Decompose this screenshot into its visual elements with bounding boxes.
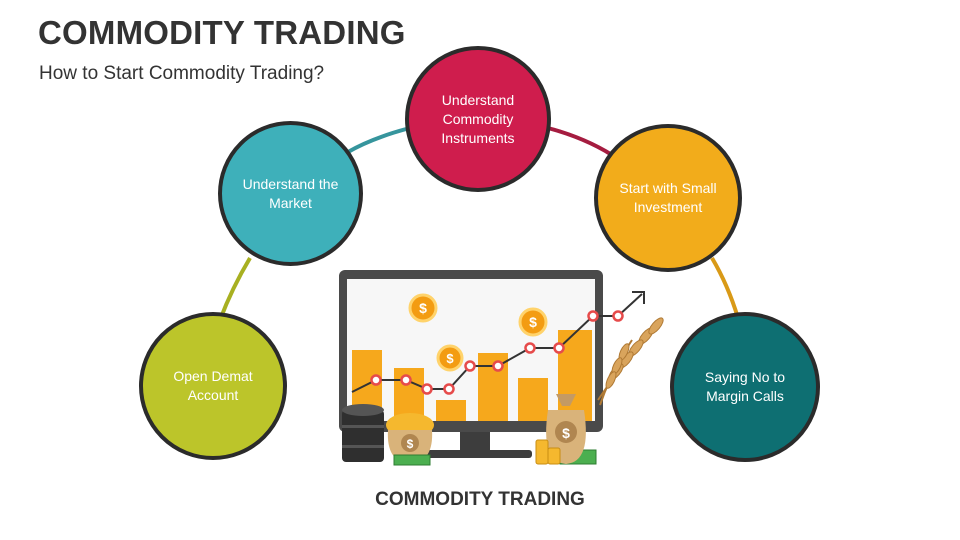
wheat-icon (597, 317, 664, 406)
step-label: Open Demat Account (173, 368, 253, 403)
gold-coins-icon (535, 439, 561, 465)
svg-text:$: $ (407, 437, 414, 451)
step-small-investment: Start with Small Investment (594, 124, 742, 272)
connector-4-5 (710, 256, 740, 319)
trend-line-icon (351, 291, 645, 395)
step-label: Understand the Market (242, 175, 339, 211)
step-open-demat-account: Open Demat Account (139, 312, 287, 460)
bar (518, 378, 548, 421)
step-label: Understand Commodity Instruments (441, 91, 515, 146)
connector-2-3 (346, 126, 411, 154)
bar (436, 400, 466, 421)
page-subtitle: How to Start Commodity Trading? (39, 63, 325, 84)
step-understand-instruments: Understand Commodity Instruments (405, 46, 551, 192)
step-label: Saying No to Margin Calls (704, 369, 786, 404)
oil-barrel-icon (342, 404, 384, 462)
dollar-coin-icon: $ $ $ (408, 293, 548, 372)
svg-text:$: $ (419, 300, 427, 316)
svg-text:$: $ (529, 314, 537, 330)
step-label: Start with Small Investment (619, 180, 717, 215)
page-title: COMMODITY TRADING (38, 14, 406, 51)
illustration-caption: COMMODITY TRADING (375, 489, 585, 510)
connector-3-4 (547, 126, 614, 157)
svg-text:$: $ (446, 351, 454, 366)
svg-text:$: $ (562, 425, 570, 441)
step-understand-market: Understand the Market (218, 121, 363, 266)
step-no-margin-calls: Saying No to Margin Calls (670, 312, 820, 462)
